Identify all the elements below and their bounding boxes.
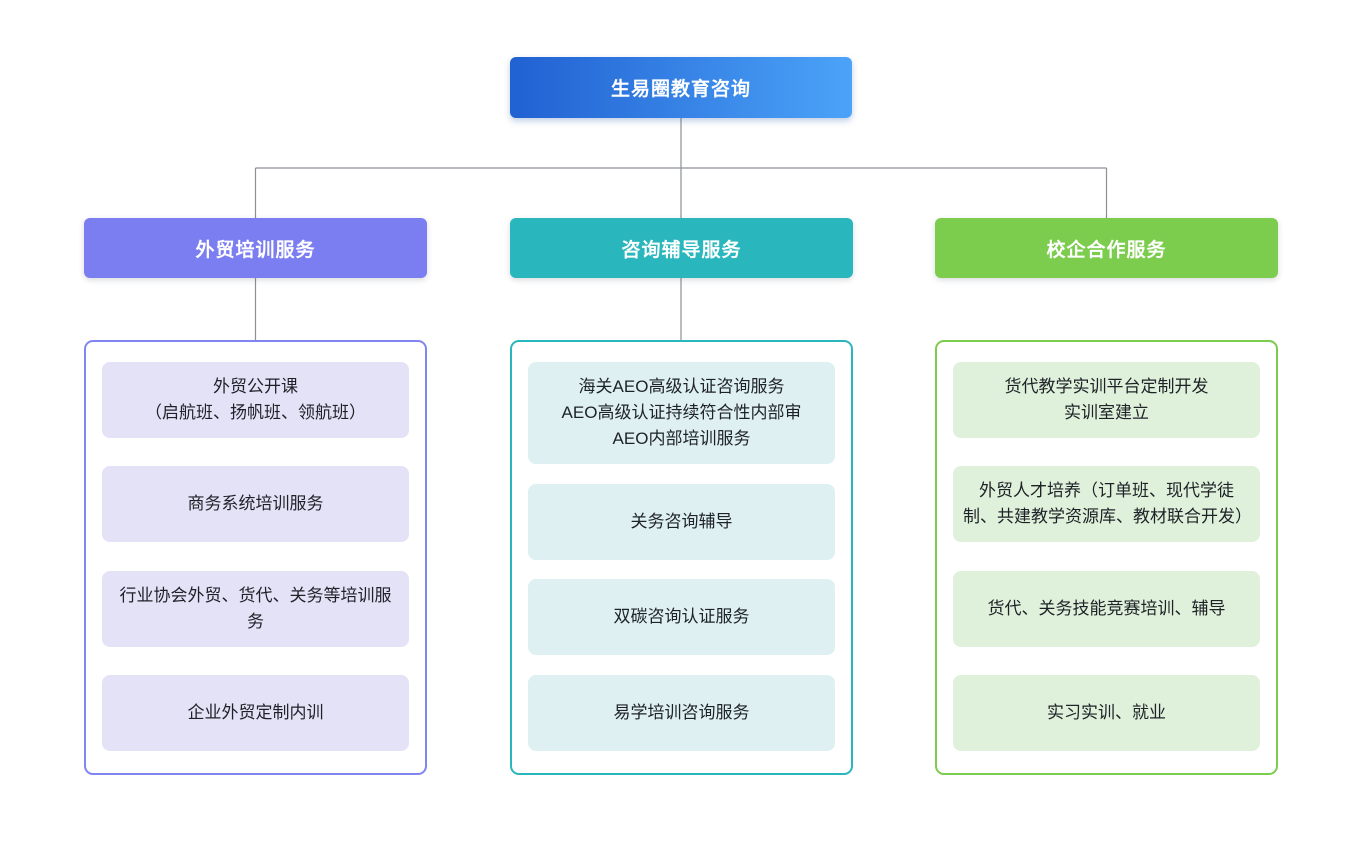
- branch-panel-school-enterprise: 货代教学实训平台定制开发 实训室建立 外贸人才培养（订单班、现代学徒制、共建教学…: [935, 340, 1278, 775]
- service-item-association[interactable]: 行业协会外贸、货代、关务等培训服务: [102, 570, 409, 647]
- service-item-business-system[interactable]: 商务系统培训服务: [102, 466, 409, 543]
- branch-panel-trade-training: 外贸公开课 （启航班、扬帆班、领航班） 商务系统培训服务 行业协会外贸、货代、关…: [84, 340, 427, 775]
- service-item-talent-cultivation[interactable]: 外贸人才培养（订单班、现代学徒制、共建教学资源库、教材联合开发）: [953, 466, 1260, 543]
- root-node-label: 生易圈教育咨询: [610, 79, 751, 100]
- branch-panel-consulting: 海关AEO高级认证咨询服务 AEO高级认证持续符合性内部审 AEO内部培训服务 …: [510, 340, 853, 775]
- service-item-training-platform[interactable]: 货代教学实训平台定制开发 实训室建立: [953, 362, 1260, 438]
- service-item-open-course[interactable]: 外贸公开课 （启航班、扬帆班、领航班）: [102, 362, 409, 438]
- root-node[interactable]: 生易圈教育咨询: [510, 57, 852, 118]
- service-item-custom-training[interactable]: 企业外贸定制内训: [102, 674, 409, 751]
- branch-header-trade-training[interactable]: 外贸培训服务: [84, 218, 427, 278]
- branch-header-school-enterprise[interactable]: 校企合作服务: [935, 218, 1278, 278]
- service-item-customs[interactable]: 关务咨询辅导: [528, 483, 835, 560]
- branch-header-consulting[interactable]: 咨询辅导服务: [510, 218, 853, 278]
- service-item-skill-competition[interactable]: 货代、关务技能竞赛培训、辅导: [953, 570, 1260, 647]
- service-item-dual-carbon[interactable]: 双碳咨询认证服务: [528, 579, 835, 656]
- service-item-yixue-training[interactable]: 易学培训咨询服务: [528, 674, 835, 751]
- service-item-aeo[interactable]: 海关AEO高级认证咨询服务 AEO高级认证持续符合性内部审 AEO内部培训服务: [528, 362, 835, 464]
- service-item-internship[interactable]: 实习实训、就业: [953, 674, 1260, 751]
